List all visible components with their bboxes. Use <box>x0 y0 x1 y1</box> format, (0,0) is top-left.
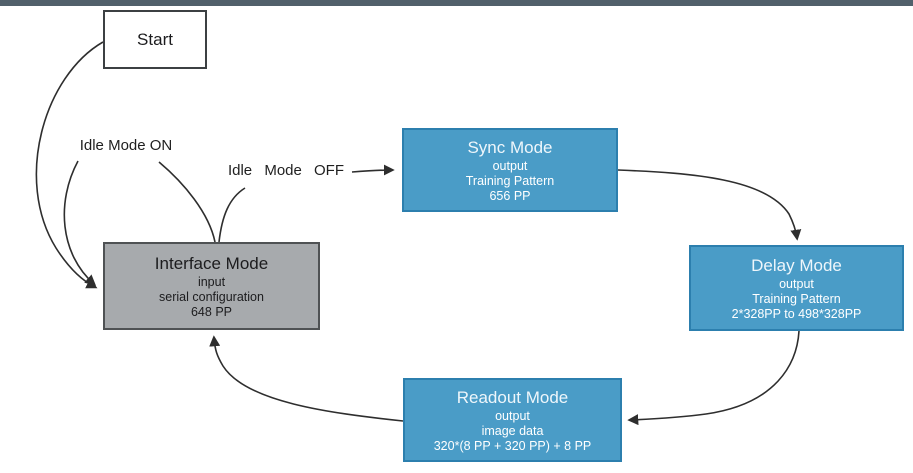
node-start: Start <box>103 10 207 69</box>
node-sync-mode: Sync Mode output Training Pattern 656 PP <box>402 128 618 212</box>
node-readout-mode: Readout Mode output image data 320*(8 PP… <box>403 378 622 462</box>
edge-start-to-interface <box>35 41 104 289</box>
edge-sync-to-delay <box>617 169 802 241</box>
node-readout-line: output <box>495 408 530 423</box>
node-start-title: Start <box>137 29 173 49</box>
node-interface-mode: Interface Mode input serial configuratio… <box>103 242 320 330</box>
node-delay-line: 2*328PP to 498*328PP <box>731 306 862 321</box>
edge-idle-off-rise <box>218 187 246 243</box>
node-interface-line: 648 PP <box>190 304 232 319</box>
edge-label-idle-mode-on: Idle Mode ON <box>79 137 173 154</box>
node-readout-line: 320*(8 PP + 320 PP) + 8 PP <box>433 438 592 453</box>
node-sync-title: Sync Mode <box>467 137 553 157</box>
node-interface-title: Interface Mode <box>154 253 269 273</box>
node-delay-line: output <box>779 276 814 291</box>
node-delay-mode: Delay Mode output Training Pattern 2*328… <box>689 245 904 331</box>
node-readout-title: Readout Mode <box>456 387 569 407</box>
node-readout-line: image data <box>481 423 544 438</box>
node-interface-line: input <box>197 274 226 289</box>
node-sync-line: output <box>492 158 528 173</box>
edge-readout-to-interface <box>209 335 404 422</box>
edge-idle-on-loop-down <box>63 160 97 286</box>
node-interface-line: serial configuration <box>159 289 264 304</box>
edge-delay-to-readout <box>627 330 800 426</box>
edge-idle-on-loop-up <box>158 161 216 243</box>
node-delay-line: Training Pattern <box>752 291 841 306</box>
top-divider-bar <box>0 0 913 6</box>
edge-label-idle-mode-off: Idle Mode OFF <box>227 162 345 179</box>
node-sync-line: Training Pattern <box>465 173 555 188</box>
edge-idle-off-to-sync <box>351 164 395 176</box>
node-delay-title: Delay Mode <box>751 255 842 275</box>
node-sync-line: 656 PP <box>489 188 531 203</box>
